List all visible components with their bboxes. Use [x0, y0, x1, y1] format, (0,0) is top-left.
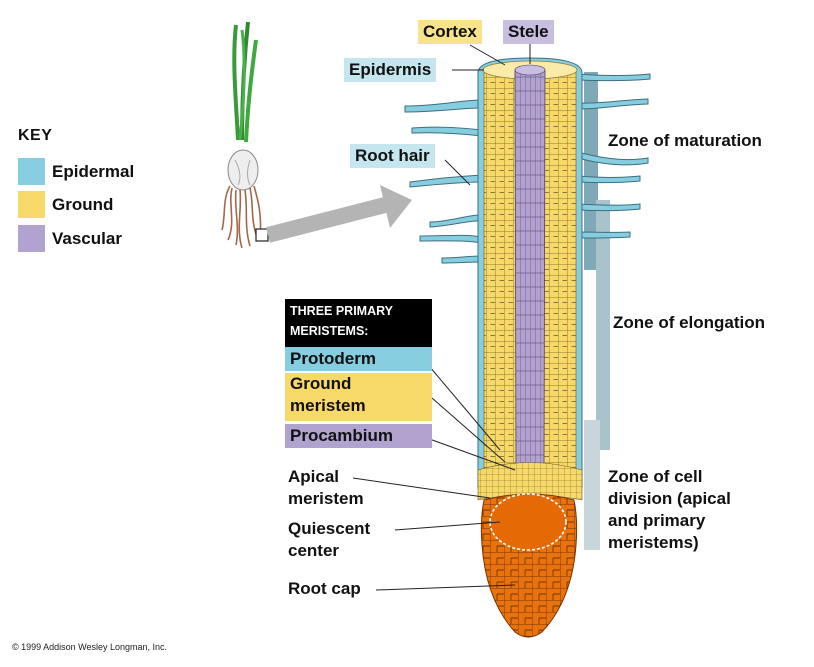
protoderm-label: Protoderm: [285, 347, 432, 371]
zone-maturation-bar: [584, 72, 598, 270]
copyright-notice: © 1999 Addison Wesley Longman, Inc.: [12, 642, 168, 652]
vascular-swatch: [18, 225, 45, 252]
root-hairs: [404, 73, 651, 264]
apical-meristem-label: Apical meristem: [288, 467, 364, 508]
root-hair-label: Root hair: [350, 144, 435, 168]
zone-division-bar: [584, 420, 600, 550]
ground-meristem-label: Ground meristem: [285, 373, 432, 421]
zone-maturation-label: Zone of maturation: [608, 131, 762, 150]
leader-lines: [352, 43, 531, 591]
zone-elongation-bar: [596, 200, 610, 450]
zone-cell-division-label: Zone of cell division (apical and primar…: [608, 467, 731, 552]
key-title: KEY: [18, 127, 53, 144]
key-vascular-label: Vascular: [52, 229, 122, 248]
stele-label: Stele: [503, 20, 554, 44]
stele-top: [514, 64, 546, 76]
zone-elongation-label: Zone of elongation: [613, 313, 766, 332]
quiescent-center: [489, 493, 567, 551]
key-epidermal-label: Epidermal: [52, 162, 135, 181]
ground-swatch: [18, 191, 45, 218]
zone-bars: [584, 72, 610, 550]
epidermal-swatch: [18, 158, 45, 185]
root-cap-label: Root cap: [288, 579, 361, 598]
procambium-label: Procambium: [285, 424, 432, 448]
key-ground-label: Ground: [52, 195, 114, 214]
onion-plant-icon: [221, 21, 269, 249]
root-stele: [514, 69, 546, 477]
quiescent-center-label: Quiescent center: [288, 519, 371, 560]
zoom-arrow-icon: [266, 185, 412, 243]
meristems-header: THREE PRIMARY MERISTEMS:: [285, 299, 432, 347]
epidermis-label: Epidermis: [344, 58, 437, 82]
cortex-label: Cortex: [418, 20, 482, 44]
